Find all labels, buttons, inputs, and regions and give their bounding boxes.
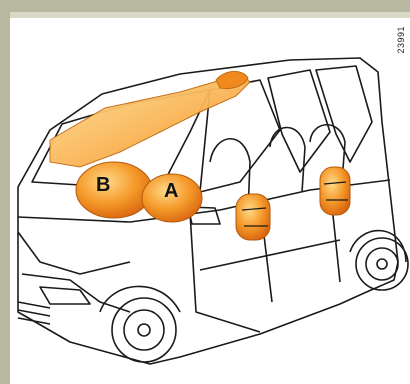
side-airbag-front-seat <box>236 194 270 240</box>
reference-number: 23991 <box>396 26 406 54</box>
car-airbag-illustration <box>10 12 410 384</box>
label-b: B <box>96 174 110 197</box>
label-a: A <box>164 180 178 203</box>
airbag-b <box>76 162 152 218</box>
side-airbag-rear-seat <box>320 167 350 215</box>
